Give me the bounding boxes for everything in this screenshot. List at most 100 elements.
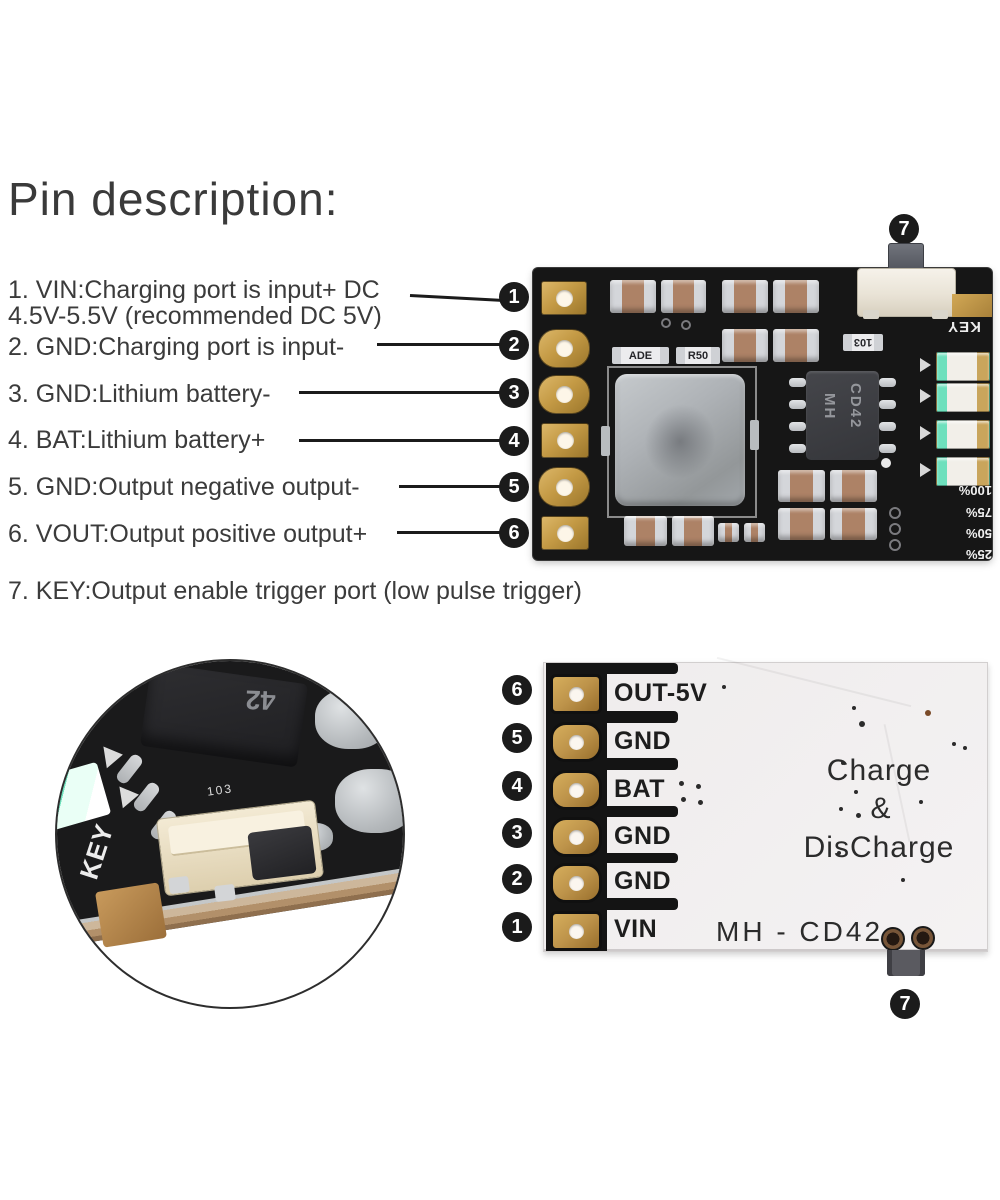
leader-line-3: [299, 391, 502, 394]
front-callout-4: 4: [499, 426, 529, 456]
pad-vout: [541, 516, 589, 550]
led-arrow-icon: [920, 463, 931, 477]
pin-description-5: 5. GND:Output negative output-: [8, 473, 360, 501]
via-dot: [854, 790, 858, 794]
pin-description-1: 1. VIN:Charging port is input+ DC 4.5V-5…: [8, 276, 382, 330]
capacitor-pair: [778, 508, 877, 540]
back-callout-7-switch: 7: [890, 989, 920, 1019]
ic-marking-cd42: CD42: [847, 383, 864, 430]
solder-blob: [335, 769, 403, 833]
led-level-label-50: 50%: [965, 526, 992, 541]
inset-ic-marking: 42: [244, 684, 277, 716]
switch-foot: [214, 883, 236, 903]
pad-gnd-out: [538, 467, 590, 507]
leader-line-6: [397, 531, 502, 534]
leader-line-5: [399, 485, 502, 488]
slide-switch-underside: [887, 950, 925, 976]
pad-bat: [541, 423, 589, 458]
front-callout-2: 2: [499, 330, 529, 360]
led-arrow-icon: [920, 389, 931, 403]
charge-led-75: [936, 383, 990, 412]
slide-switch-body: [857, 268, 956, 319]
pad-gnd: [550, 863, 602, 903]
silkscreen-model-number: MH - CD42: [716, 916, 884, 947]
pad-gnd: [550, 722, 602, 762]
pcb-back-photo: OUT-5V GND BAT GND GND VIN Charge & DisC…: [543, 656, 988, 976]
resistor-103: 103: [843, 334, 883, 351]
ic-mh-cd42: MH CD42: [789, 371, 896, 460]
inductor-tab: [750, 420, 759, 450]
silkscreen-triangle-icon: [119, 783, 141, 809]
front-callout-3: 3: [499, 378, 529, 408]
test-dot: [679, 781, 684, 786]
charge-led-50: [936, 420, 990, 449]
via-dot: [837, 851, 841, 855]
via-dot: [839, 807, 843, 811]
silkscreen-discharge: DisCharge: [803, 831, 955, 864]
mount-hole: [911, 926, 935, 950]
via-dot: [925, 710, 931, 716]
key-solder-pad: [952, 294, 992, 317]
front-callout-5: 5: [499, 472, 529, 502]
test-dot: [681, 797, 686, 802]
silkscreen-divider: [546, 853, 678, 863]
pad-bat: [550, 770, 602, 810]
ic-marking-mh: MH: [821, 393, 838, 421]
front-callout-7-switch: 7: [889, 214, 919, 244]
pin-label-bat: BAT: [614, 775, 666, 803]
via: [889, 539, 901, 551]
back-callout-4: 4: [502, 771, 532, 801]
via: [889, 507, 901, 519]
capacitor-pair: [722, 280, 819, 313]
key-silkscreen-label: KEY: [947, 318, 981, 335]
pin-description-4: 4. BAT:Lithium battery+: [8, 426, 266, 454]
capacitor-pair: [778, 470, 877, 502]
back-callout-6: 6: [502, 675, 532, 705]
inset-gold-pad: [95, 882, 167, 948]
front-callout-6: 6: [499, 518, 529, 548]
via-dot: [919, 800, 923, 804]
back-callout-3: 3: [502, 818, 532, 848]
via: [681, 320, 691, 330]
via-dot: [841, 761, 845, 765]
silkscreen-divider: [546, 711, 678, 723]
back-callout-1: 1: [502, 912, 532, 942]
pad-gnd: [550, 817, 602, 857]
pin-label-gnd3: GND: [614, 822, 672, 850]
pin-label-gnd5: GND: [614, 727, 672, 755]
silkscreen-divider: [546, 663, 678, 674]
via-dot: [859, 721, 865, 727]
via: [661, 318, 671, 328]
resistor-r50: R50: [676, 347, 720, 364]
test-dot: [696, 784, 701, 789]
silkscreen-triangle-icon: [103, 743, 125, 769]
inset-slide-switch-knob: [247, 825, 317, 881]
led-level-label-25: 25%: [965, 547, 992, 562]
charge-led-25: [936, 457, 990, 486]
pad-vin: [541, 281, 587, 315]
leader-line-4: [299, 439, 502, 442]
back-callout-2: 2: [502, 864, 532, 894]
pin-description-3: 3. GND:Lithium battery-: [8, 380, 271, 408]
charge-led-100: [936, 352, 990, 381]
pin-description-6: 6. VOUT:Output positive output+: [8, 520, 368, 548]
pcb-front-photo: KEY ADE R50 103: [533, 243, 992, 562]
inductor-tab: [601, 426, 610, 456]
silkscreen-trace: [716, 656, 912, 708]
leader-line-2: [377, 343, 502, 346]
pin-label-out5v: OUT-5V: [614, 679, 708, 707]
pin-label-gnd2: GND: [614, 867, 672, 895]
capacitor-pair: [610, 280, 706, 313]
switch-foot: [168, 875, 190, 895]
silkscreen-ampersand: &: [870, 792, 892, 825]
front-callout-1: 1: [499, 282, 529, 312]
capacitor-pair: [722, 329, 819, 362]
mount-hole: [881, 927, 905, 951]
solder-dot: [881, 458, 891, 468]
test-dot: [698, 800, 703, 805]
via: [889, 523, 901, 535]
led-level-label-100: 100%: [958, 483, 992, 498]
pin-label-vin: VIN: [614, 915, 658, 943]
back-callout-5: 5: [502, 723, 532, 753]
